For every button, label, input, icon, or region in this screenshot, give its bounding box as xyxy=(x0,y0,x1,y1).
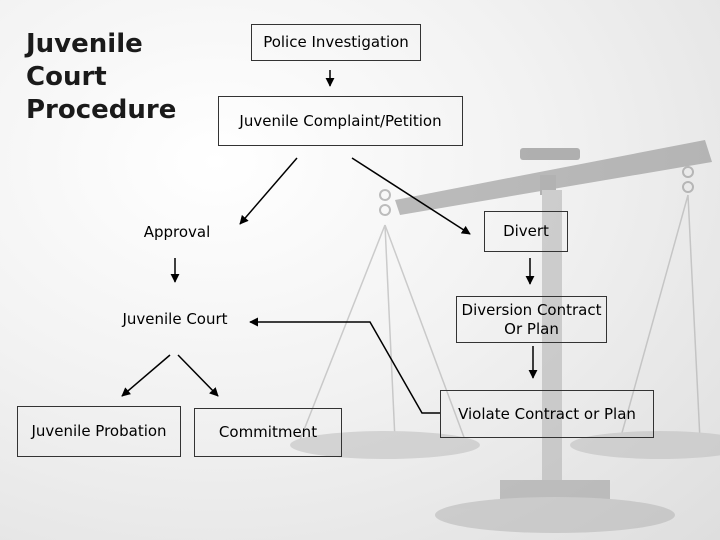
node-violate-contract: Violate Contract or Plan xyxy=(440,390,654,438)
title-line-1: Juvenile xyxy=(26,29,143,59)
node-diversion-contract: Diversion Contract Or Plan xyxy=(456,296,607,343)
arrow-court-to-commitment xyxy=(177,354,219,397)
arrow-court-to-probation xyxy=(121,354,171,397)
node-approval: Approval xyxy=(143,222,211,241)
node-commitment: Commitment xyxy=(194,408,342,457)
diversion-contract-line-2: Or Plan xyxy=(504,319,559,338)
title-line-3: Procedure xyxy=(26,95,177,125)
node-complaint-petition: Juvenile Complaint/Petition xyxy=(218,96,463,146)
arrow-complaint-to-divert xyxy=(351,157,471,235)
slide-title: Juvenile Court Procedure xyxy=(26,28,176,127)
title-line-2: Court xyxy=(26,62,107,92)
node-divert: Divert xyxy=(484,211,568,252)
diversion-contract-line-1: Diversion Contract xyxy=(461,300,602,319)
arrow-complaint-to-approval xyxy=(239,157,298,225)
node-juvenile-court: Juvenile Court xyxy=(122,309,228,328)
arrow-violate-to-court xyxy=(249,317,440,414)
node-juvenile-probation: Juvenile Probation xyxy=(17,406,181,457)
node-police-investigation: Police Investigation xyxy=(251,24,421,61)
